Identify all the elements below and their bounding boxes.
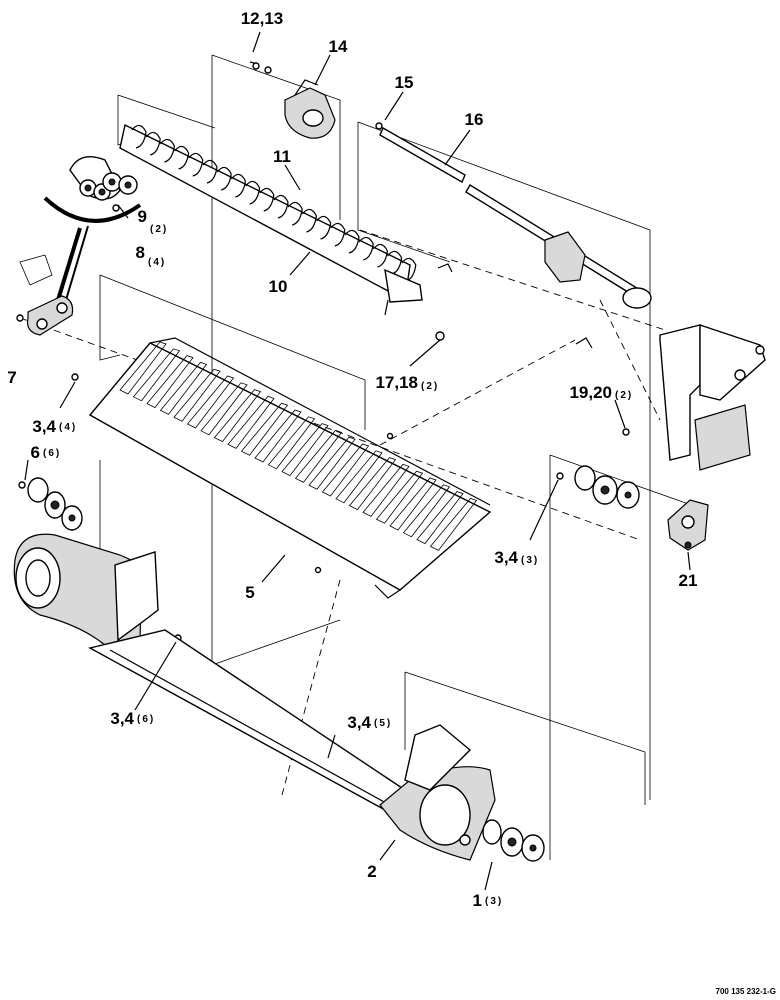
bearing-set-part-6 xyxy=(18,477,83,531)
leader-lines xyxy=(24,31,691,891)
grate-slot xyxy=(348,457,397,511)
grate-slot xyxy=(308,436,356,490)
grate-slot xyxy=(402,484,451,538)
callout-3-4-d-qty: (5) xyxy=(374,718,392,729)
grate-slot xyxy=(132,348,181,402)
grate-slot xyxy=(267,416,316,470)
callout-9: 9 xyxy=(138,207,147,226)
callout-16: 16 xyxy=(465,110,484,129)
auger-flight xyxy=(159,138,176,163)
callout-6: 6 xyxy=(31,443,40,462)
callout-21: 21 xyxy=(679,571,698,590)
callout-17-18-qty: (2) xyxy=(421,381,439,392)
auger-flight xyxy=(316,215,332,240)
auger-flight xyxy=(401,257,417,282)
callout-3-4-a-qty: (4) xyxy=(59,422,77,433)
callout-10: 10 xyxy=(269,277,288,296)
auger-flight xyxy=(145,131,161,156)
callout-17-18: 17,18 xyxy=(375,373,418,392)
auger-part-10 xyxy=(119,123,423,316)
drum-part-2 xyxy=(13,533,496,861)
grate-slot xyxy=(159,361,208,415)
auger-flight xyxy=(301,208,318,233)
grate-slot xyxy=(200,382,248,436)
grate-slot xyxy=(173,368,221,422)
auger-flight xyxy=(287,201,303,226)
auger-flight xyxy=(131,124,147,149)
grate-slot xyxy=(335,450,383,504)
auger-flight xyxy=(216,166,232,191)
bracket-part-7 xyxy=(16,254,74,336)
auger-flight xyxy=(372,243,389,268)
grate-slot xyxy=(429,497,478,551)
callout-3-4-b-qty: (3) xyxy=(521,555,539,566)
auger-flight xyxy=(330,222,346,247)
center-lines xyxy=(19,229,666,796)
callout-12-13: 12,13 xyxy=(241,9,284,28)
auger-flight xyxy=(230,173,247,198)
callout-3-4-d: 3,4 xyxy=(347,713,371,732)
grate-slot xyxy=(227,395,275,449)
drawing-number: 700 135 232-1-G xyxy=(716,987,777,996)
bearing-assembly-8-9 xyxy=(69,156,138,212)
grate-slot xyxy=(213,389,262,443)
grate-slot xyxy=(294,429,343,483)
grate-part-5 xyxy=(88,337,492,599)
grate-slot xyxy=(254,409,302,463)
grate-slot xyxy=(321,443,370,497)
callout-labels: 12,13 14 15 16 11 9 (2) 8 (4) 10 7 17,18… xyxy=(7,9,776,996)
bearing-set-part-1 xyxy=(482,819,545,862)
bearing-set-right xyxy=(574,465,640,509)
grate-slot xyxy=(146,355,194,409)
auger-flight xyxy=(202,159,218,184)
auger-flight xyxy=(245,180,261,205)
grate-slot xyxy=(281,423,329,477)
callout-5: 5 xyxy=(245,583,254,602)
grate-slot xyxy=(119,341,167,395)
auger-flight xyxy=(273,194,289,219)
side-frame-bracket xyxy=(659,324,766,471)
callout-1-qty: (3) xyxy=(485,896,503,907)
callout-2: 2 xyxy=(367,862,376,881)
callout-3-4-a: 3,4 xyxy=(32,417,56,436)
auger-flight xyxy=(358,236,374,261)
callout-9-qty: (2) xyxy=(150,224,168,235)
callout-1: 1 xyxy=(473,891,482,910)
callout-3-4-c-qty: (6) xyxy=(137,714,155,725)
grate-slot xyxy=(416,491,464,545)
grate-slot xyxy=(186,375,235,429)
grate-slot xyxy=(389,477,437,531)
grate-slot xyxy=(240,402,289,456)
auger-flight xyxy=(344,229,360,254)
callout-6-qty: (6) xyxy=(43,448,61,459)
callout-3-4-c: 3,4 xyxy=(110,709,134,728)
plate-part-21 xyxy=(667,499,709,551)
detail-leaders xyxy=(43,196,142,301)
callout-19-20-qty: (2) xyxy=(615,390,633,401)
callout-8: 8 xyxy=(136,243,145,262)
auger-flight xyxy=(174,145,190,170)
callout-11: 11 xyxy=(273,147,291,166)
bolt-part-12-13 xyxy=(249,61,272,74)
bracket-part-14 xyxy=(284,79,336,139)
callout-19-20: 19,20 xyxy=(569,383,612,402)
callout-3-4-b: 3,4 xyxy=(494,548,518,567)
callout-8-qty: (4) xyxy=(148,257,166,268)
reference-frames xyxy=(99,54,701,860)
callout-14: 14 xyxy=(329,37,348,56)
grate-slot xyxy=(362,463,410,517)
callout-15: 15 xyxy=(395,73,414,92)
auger-flight xyxy=(188,152,204,177)
callout-7: 7 xyxy=(7,368,16,387)
auger-flight xyxy=(387,250,403,275)
auger-flight xyxy=(259,187,275,212)
grate-slot xyxy=(375,470,424,524)
shaft-part-16 xyxy=(375,122,652,309)
